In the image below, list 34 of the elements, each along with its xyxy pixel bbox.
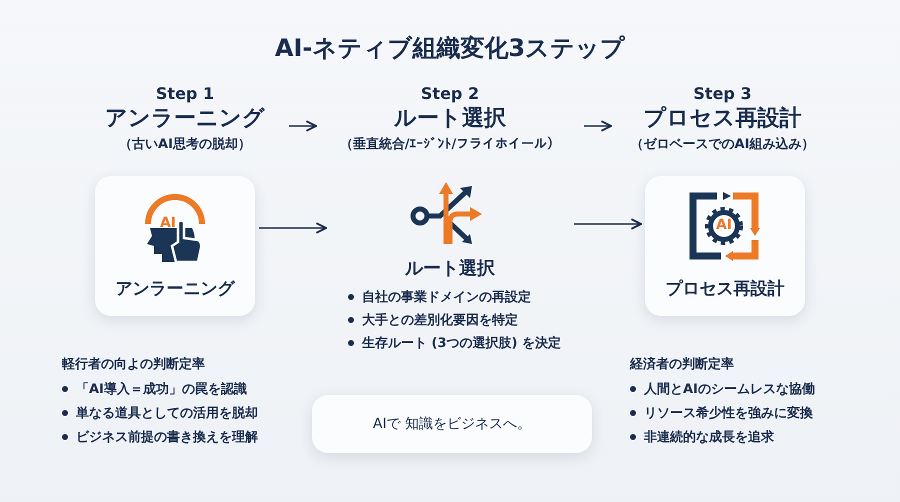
step-title: ルート選択: [404, 257, 496, 280]
arrow: [584, 120, 612, 132]
bullet-item: 大手との差別化要因を特定: [362, 313, 518, 328]
bullet-item: 人間とAIのシームレスな協働: [644, 382, 815, 397]
step-card: [645, 176, 805, 316]
bullet-item: ビジネス前提の書き換えを理解: [76, 430, 258, 445]
step-number: Step 1: [154, 84, 216, 103]
diagram-title: AI-ネティブ組織変化3ステップ: [274, 33, 626, 64]
bullet-item: リソース希少性を強みに変換: [644, 406, 813, 421]
step-subtitle: （古いAI思考の脱却）: [118, 136, 252, 153]
card-title: プロセス再設計: [664, 278, 786, 300]
arrow: [289, 120, 317, 132]
tagline: AIで 知識をビジネスへ。: [372, 415, 532, 434]
bullet-item: 非連続的な成長を追求: [644, 430, 774, 445]
bullet-item: 自社の事業ドメインの再設定: [362, 290, 531, 305]
arrow: [574, 218, 642, 230]
step-title: ルート選択: [393, 105, 507, 133]
section-heading: 軽行者の向よの判断定率: [62, 356, 205, 373]
step-card: [95, 176, 255, 316]
arrow: [259, 222, 327, 234]
bullet-item: 単なる道具としての活用を脱却: [76, 406, 258, 421]
icon-text: AI: [158, 215, 178, 231]
step-subtitle: （垂直統合/ｴｰｼﾞﾝﾄ/フライホイール）: [338, 136, 562, 153]
bullet-item: 生存ルート (3つの選択肢) を決定: [362, 336, 561, 351]
icon-text: AI: [714, 217, 734, 233]
step-card: [312, 395, 592, 453]
section-heading: 経済者の判断定率: [630, 356, 734, 373]
step-title: アンラーニング: [104, 105, 266, 133]
bullet-item: 「AI導入＝成功」の罠を認識: [76, 382, 247, 397]
step-title: プロセス再設計: [642, 105, 802, 133]
step-subtitle: （ゼロベースでのAI組み込み）: [630, 136, 816, 153]
card-title: アンラーニング: [114, 278, 236, 300]
step-number: Step 2: [420, 84, 480, 103]
step-number: Step 3: [692, 84, 753, 103]
